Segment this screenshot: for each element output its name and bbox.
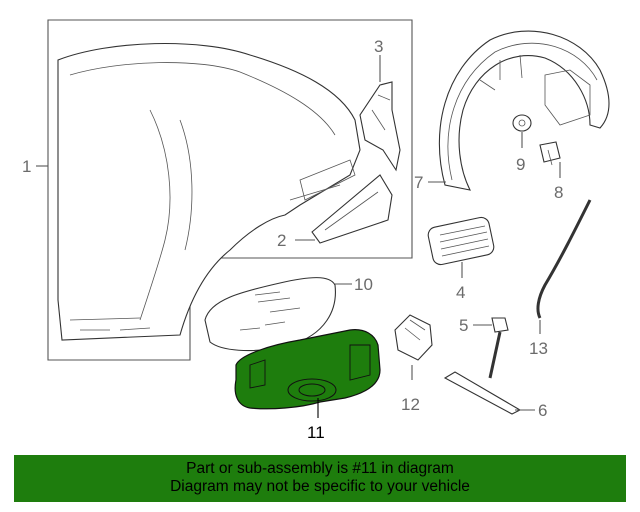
callout-label-5: 5 (459, 316, 468, 335)
callout-3: 3 (374, 37, 383, 82)
callout-label-12: 12 (401, 395, 420, 414)
callout-label-1: 1 (22, 157, 31, 176)
callout-9: 9 (516, 132, 525, 174)
part-4-vent (427, 216, 495, 266)
callout-5: 5 (459, 316, 492, 335)
part-9-washer (512, 114, 532, 132)
callout-label-6: 6 (538, 401, 547, 420)
callout-10: 10 (335, 275, 373, 294)
banner-line-2: Diagram may not be specific to your vehi… (170, 478, 470, 495)
part-12-bracket (394, 314, 433, 361)
callout-13: 13 (529, 320, 548, 358)
callout-label-9: 9 (516, 155, 525, 174)
part-8-clip (539, 141, 561, 166)
part-10-pad (204, 277, 336, 352)
part-5-bolt (488, 317, 509, 379)
callout-label-2: 2 (277, 231, 286, 250)
callout-11: 11 (307, 398, 325, 442)
callout-label-10: 10 (354, 275, 373, 294)
callout-label-11: 11 (307, 423, 325, 442)
callout-label-7: 7 (414, 173, 423, 192)
callout-label-4: 4 (456, 283, 465, 302)
quarter-panel (57, 42, 361, 341)
callout-1: 1 (22, 157, 48, 176)
callout-label-13: 13 (529, 339, 548, 358)
part-13-wire (536, 199, 592, 319)
callout-2: 2 (277, 231, 315, 250)
part-6-strip (443, 371, 522, 415)
banner-line-1: Part or sub-assembly is #11 in diagram (186, 460, 454, 477)
part-11-highlighted (234, 329, 381, 410)
callout-label-8: 8 (554, 183, 563, 202)
callout-label-3: 3 (374, 37, 383, 56)
part-7-liner (438, 30, 610, 191)
info-banner: Part or sub-assembly is #11 in diagram D… (14, 455, 626, 502)
callout-7: 7 (414, 173, 446, 192)
parts-diagram: 1 2 3 4 5 6 7 8 9 10 11 12 (22, 19, 610, 442)
callout-12: 12 (401, 365, 420, 414)
part-3-bracket (359, 81, 401, 172)
callout-8: 8 (554, 162, 563, 202)
callout-6: 6 (515, 401, 547, 420)
callout-4: 4 (456, 262, 465, 302)
part-2-panel (311, 174, 393, 244)
